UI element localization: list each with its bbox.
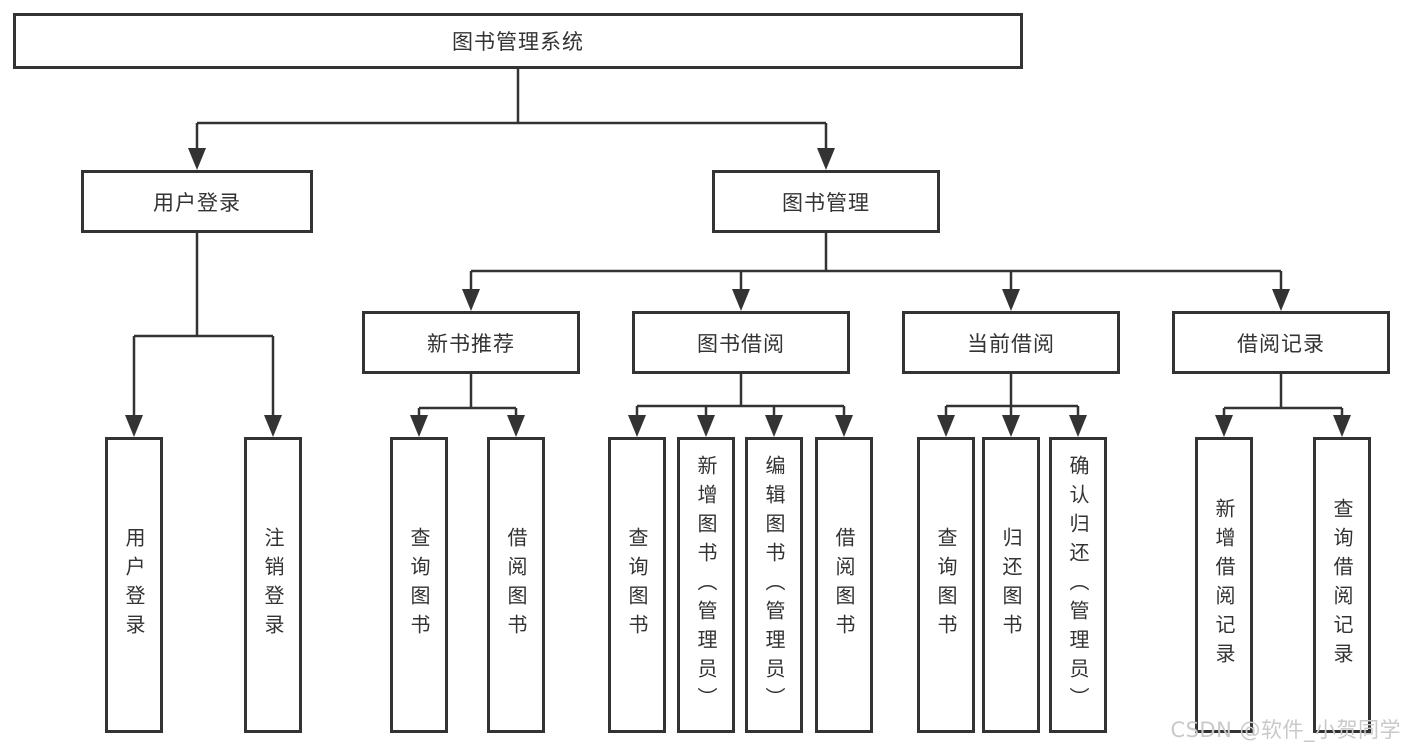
node-label: 图书管理系统 [452, 30, 584, 54]
node-label: 图书管理 [782, 190, 870, 215]
leaf-label: 注销登录 [261, 527, 285, 643]
leaf-logout-login: 注销登录 [244, 437, 302, 733]
leaf-label: 借阅图书 [832, 527, 856, 643]
leaf-label: 归还图书 [999, 527, 1023, 643]
node-label: 用户登录 [153, 190, 241, 215]
node-label: 当前借阅 [967, 331, 1055, 356]
leaf-add-books-admin: 新增图书（管理员） [677, 437, 735, 733]
leaf-query-books-recommend: 查询图书 [390, 437, 448, 733]
leaf-user-login: 用户登录 [105, 437, 163, 733]
leaf-label: 编辑图书（管理员） [762, 454, 786, 716]
node-label: 图书借阅 [697, 331, 785, 356]
leaf-query-books-current: 查询图书 [917, 437, 975, 733]
leaf-query-books-borrowing: 查询图书 [608, 437, 666, 733]
leaf-label: 查询图书 [625, 527, 649, 643]
leaf-confirm-return-admin: 确认归还（管理员） [1049, 437, 1107, 733]
leaf-label: 新增借阅记录 [1212, 498, 1236, 672]
leaf-label: 用户登录 [122, 527, 146, 643]
leaf-label: 借阅图书 [504, 527, 528, 643]
leaf-borrow-books-borrowing: 借阅图书 [815, 437, 873, 733]
leaf-label: 查询图书 [407, 527, 431, 643]
node-label: 借阅记录 [1237, 331, 1325, 356]
node-new-book-recommend: 新书推荐 [362, 311, 580, 374]
node-library-system: 图书管理系统 [13, 13, 1023, 69]
leaf-label: 查询借阅记录 [1330, 498, 1354, 672]
watermark-text: CSDN @软件_小贺同学 [1170, 718, 1401, 742]
node-book-borrowing: 图书借阅 [632, 311, 850, 374]
leaf-label: 查询图书 [934, 527, 958, 643]
leaf-add-borrow-record: 新增借阅记录 [1195, 437, 1253, 733]
arrowheads [125, 148, 1351, 437]
node-label: 新书推荐 [427, 331, 515, 356]
leaf-return-books: 归还图书 [982, 437, 1040, 733]
node-user-login: 用户登录 [81, 170, 313, 233]
node-borrowing-records: 借阅记录 [1172, 311, 1390, 374]
node-book-management: 图书管理 [712, 170, 940, 233]
leaf-edit-books-admin: 编辑图书（管理员） [745, 437, 803, 733]
node-current-borrowing: 当前借阅 [902, 311, 1120, 374]
leaf-query-borrow-record: 查询借阅记录 [1313, 437, 1371, 733]
leaf-borrow-books-recommend: 借阅图书 [487, 437, 545, 733]
leaf-label: 新增图书（管理员） [694, 454, 718, 716]
leaf-label: 确认归还（管理员） [1066, 454, 1090, 716]
